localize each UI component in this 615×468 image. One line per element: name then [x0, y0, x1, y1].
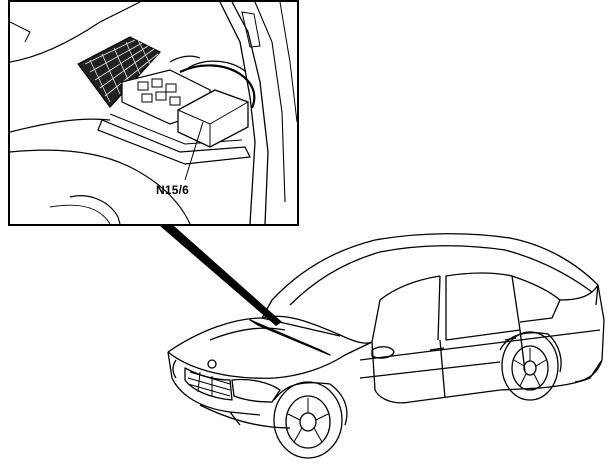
callout-label-n15-6: N15/6	[156, 183, 190, 197]
detail-drawing	[10, 2, 297, 224]
detail-inset: N15/6	[8, 0, 299, 226]
